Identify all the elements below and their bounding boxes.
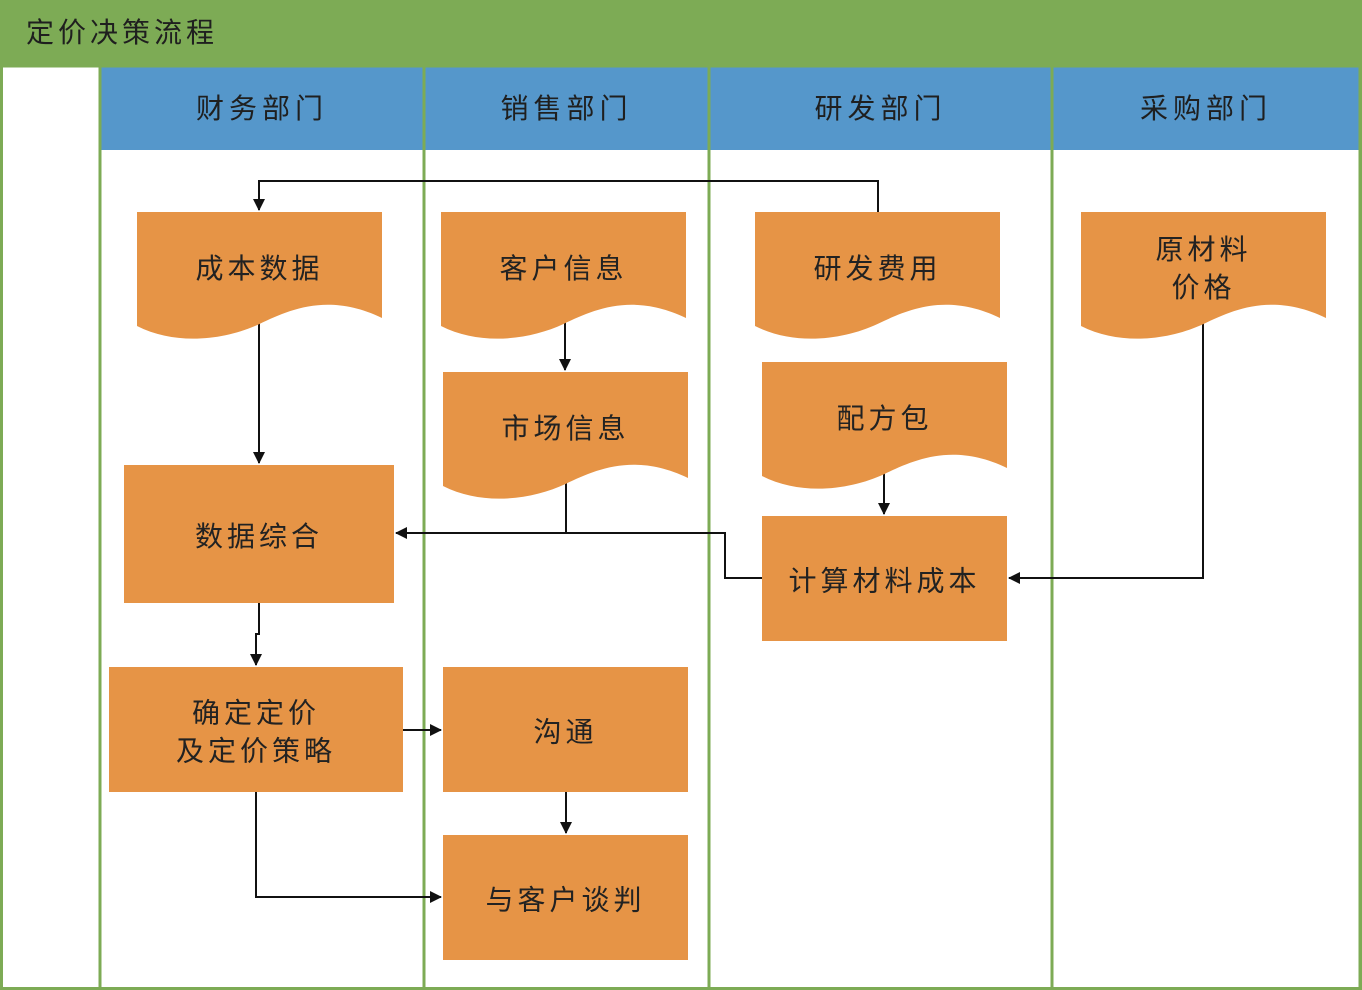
node-label: 计算材料成本 [788,565,980,598]
lane-header-finance [100,66,424,150]
process-box [762,516,1007,641]
process-box [109,667,403,792]
process-box [443,667,688,792]
node-customer-info: 客户信息 [441,212,686,339]
node-label: 客户信息 [499,252,627,285]
node-rd-cost: 研发费用 [755,212,1000,339]
node-label: 价格 [1171,271,1235,304]
connector-calc-material-cost-to-data-synthesis [566,532,762,579]
connector-set-price-to-negotiate [255,792,442,903]
title-bar [0,0,1362,66]
process-box [124,465,394,603]
diagram-title: 定价决策流程 [26,16,218,49]
process-box [443,835,688,960]
node-label: 确定定价 [192,697,320,730]
lane-title-sales: 销售部门 [500,92,632,125]
node-label: 市场信息 [501,412,629,445]
node-market-info: 市场信息 [443,372,688,499]
node-cost-data: 成本数据 [137,212,382,339]
connector-raw-price-to-calc-material-cost [1008,322,1204,584]
node-label: 数据综合 [195,520,323,553]
connector-data-synthesis-to-set-price [250,603,262,666]
connector-rd-cost-to-cost-data [253,180,879,212]
lane-title-purchasing: 采购部门 [1140,92,1272,125]
node-formula-pack: 配方包 [762,362,1007,489]
node-label: 与客户谈判 [485,884,645,917]
document-shape [137,212,382,339]
node-data-synthesis: 数据综合 [124,465,394,603]
node-label: 沟通 [533,716,597,749]
node-communicate: 沟通 [443,667,688,792]
document-shape [762,362,1007,489]
document-shape [755,212,1000,339]
lane-title-finance: 财务部门 [196,92,328,125]
node-negotiate: 与客户谈判 [443,835,688,960]
lane-header-sales [424,66,709,150]
document-shape [1081,212,1326,339]
lane-title-rd: 研发部门 [814,92,946,125]
node-label: 成本数据 [195,252,323,285]
node-label: 及定价策略 [176,735,336,768]
node-label: 原材料 [1155,233,1251,266]
node-label: 配方包 [836,402,932,435]
document-shape [443,372,688,499]
lane-header-rd [709,66,1052,150]
node-label: 研发费用 [813,252,941,285]
lane-header-purchasing [1052,66,1360,150]
document-shape [441,212,686,339]
node-calc-material-cost: 计算材料成本 [762,516,1007,641]
